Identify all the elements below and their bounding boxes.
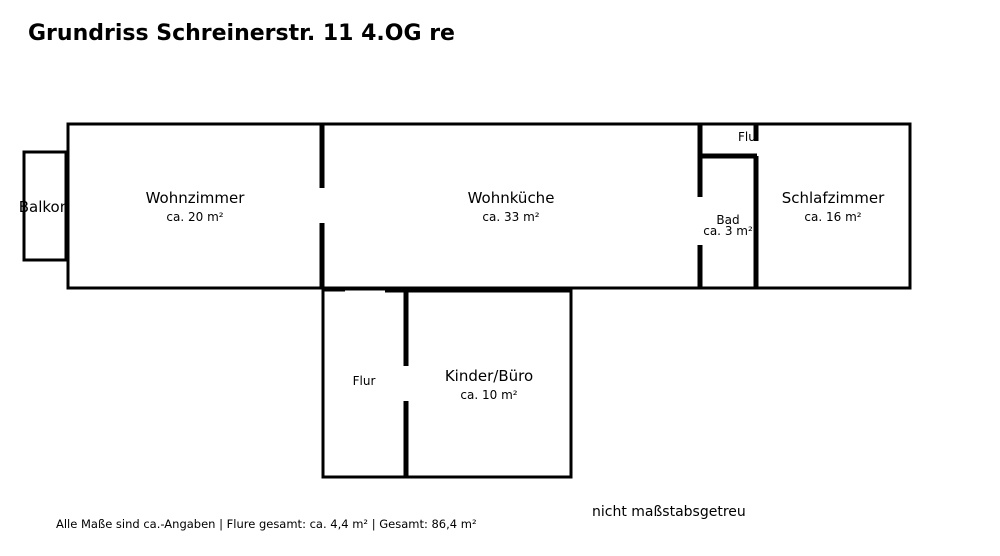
wohnkueche-area: ca. 33 m² [482,210,539,224]
kinder-buero-area: ca. 10 m² [460,388,517,402]
bad-label: Bad [716,213,739,227]
page-title: Grundriss Schreinerstr. 11 4.OG re [28,21,455,46]
schlafzimmer-area: ca. 16 m² [804,210,861,224]
flur-top-label: Flur [738,130,761,144]
kinder-buero-label: Kinder/Büro [445,367,533,385]
wohnzimmer-area: ca. 20 m² [166,210,223,224]
footer-note: Alle Maße sind ca.-Angaben | Flure gesam… [56,517,477,531]
bad-area: ca. 3 m² [703,224,753,238]
schlafzimmer-label: Schlafzimmer [782,189,885,207]
wohnzimmer-label: Wohnzimmer [146,189,246,207]
balkon-label: Balkon [19,198,70,216]
scale-note: nicht maßstabsgetreu [592,504,746,520]
wohnkueche-label: Wohnküche [468,189,555,207]
flur-bottom-label: Flur [353,374,376,388]
